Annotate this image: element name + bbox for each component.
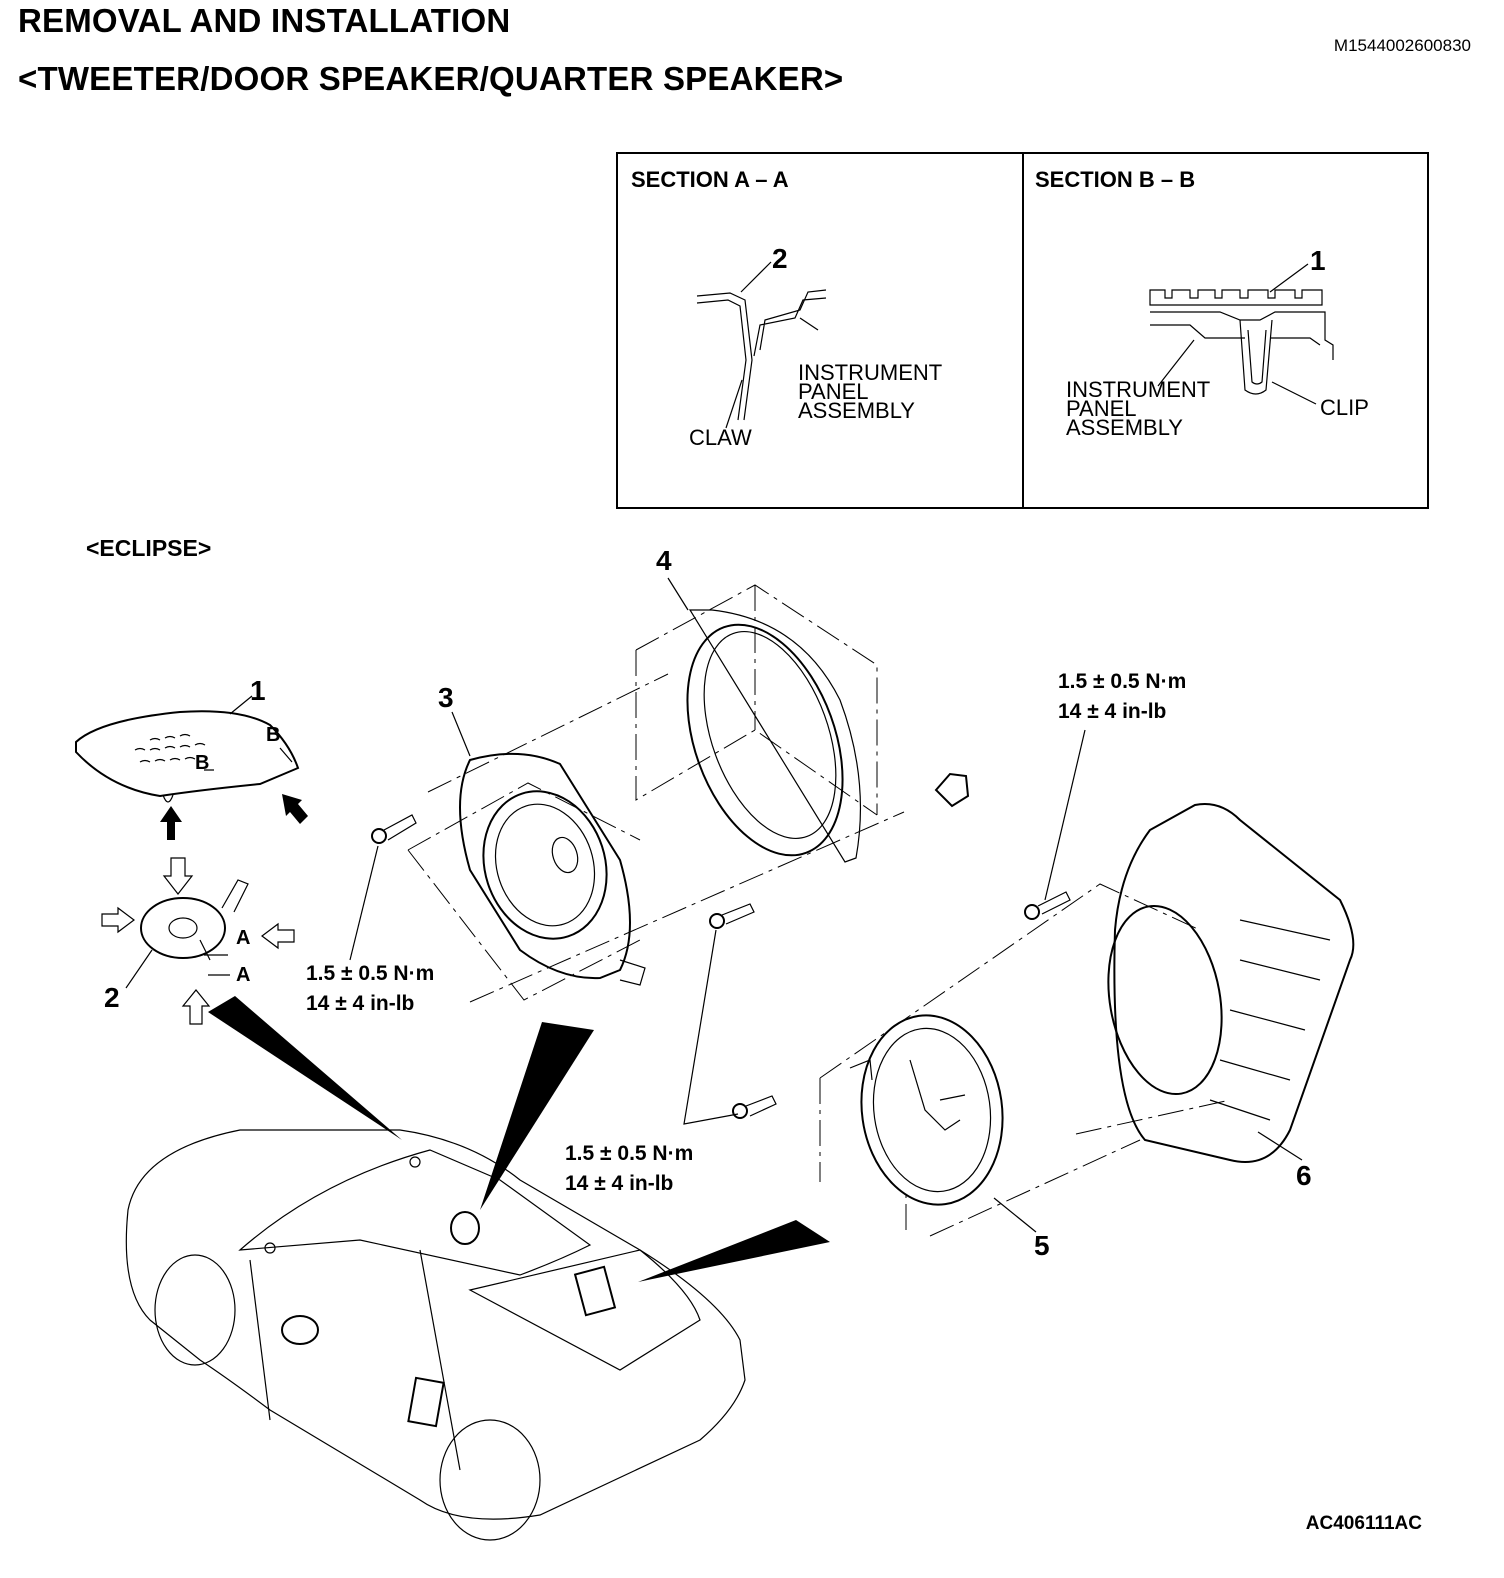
quarter-speaker-part-5: 5 bbox=[849, 1014, 1050, 1261]
location-pointers bbox=[208, 996, 830, 1282]
section-b-marker-2: B bbox=[195, 752, 209, 774]
section-a-claw-label: CLAW bbox=[689, 425, 752, 450]
torque-inlb-1: 14 ± 4 in-lb bbox=[306, 992, 414, 1015]
section-a-title: SECTION A – A bbox=[631, 167, 789, 192]
page-subtitle: <TWEETER/DOOR SPEAKER/QUARTER SPEAKER> bbox=[18, 60, 844, 97]
screw-icon bbox=[683, 729, 1086, 1125]
tweeter-cover-part-1: 1 B B bbox=[75, 675, 300, 803]
callout-4: 4 bbox=[656, 545, 672, 576]
section-a-panel-label-1: INSTRUMENT bbox=[798, 360, 942, 385]
torque-inlb-2: 14 ± 4 in-lb bbox=[1058, 700, 1166, 723]
figure-id: AC406111AC bbox=[1305, 1513, 1422, 1534]
clip-icon bbox=[934, 772, 970, 808]
torque-nm-3: 1.5 ± 0.5 N·m bbox=[565, 1142, 693, 1165]
callout-6: 6 bbox=[1296, 1160, 1312, 1191]
torque-nm-2: 1.5 ± 0.5 N·m bbox=[1058, 670, 1186, 693]
section-a-marker-1: A bbox=[236, 927, 250, 949]
section-a-view: SECTION A – A 2 INSTRUMENT PANEL ASSEMBL… bbox=[631, 167, 942, 450]
section-b-title: SECTION B – B bbox=[1035, 167, 1195, 192]
torque-nm-1: 1.5 ± 0.5 N·m bbox=[306, 962, 434, 985]
section-a-panel-label-3: ASSEMBLY bbox=[798, 398, 915, 423]
page-title: REMOVAL AND INSTALLATION bbox=[18, 2, 511, 39]
section-b-panel-label-1: INSTRUMENT bbox=[1066, 377, 1210, 402]
assembly-guide-lines bbox=[407, 584, 905, 1003]
callout-5: 5 bbox=[1034, 1230, 1050, 1261]
section-b-clip-label: CLIP bbox=[1320, 395, 1369, 420]
screw-icon bbox=[349, 814, 417, 961]
quarter-speaker-enclosure-part-6: 6 bbox=[1107, 803, 1355, 1191]
callout-1: 1 bbox=[250, 675, 266, 706]
speaker-adapter-part-4: 4 bbox=[656, 545, 862, 863]
arrow-icon bbox=[101, 794, 308, 1025]
callout-2: 2 bbox=[104, 982, 120, 1013]
section-b-callout: 1 bbox=[1310, 245, 1326, 276]
section-b-view: SECTION B – B 1 INSTRUMENT PANEL ASSEMBL… bbox=[1035, 167, 1369, 440]
section-a-marker-2: A bbox=[236, 964, 250, 986]
section-b-marker-1: B bbox=[266, 724, 280, 746]
document-id: M1544002600830 bbox=[1333, 36, 1471, 55]
model-label: <ECLIPSE> bbox=[86, 535, 211, 561]
speaker-icon: 3 bbox=[438, 682, 646, 986]
section-b-panel-label-2: PANEL bbox=[1066, 396, 1137, 421]
torque-inlb-3: 14 ± 4 in-lb bbox=[565, 1172, 673, 1195]
section-b-panel-label-3: ASSEMBLY bbox=[1066, 415, 1183, 440]
tweeter-part-2: A A 2 bbox=[104, 879, 250, 1013]
section-views-box: SECTION A – A 2 INSTRUMENT PANEL ASSEMBL… bbox=[616, 152, 1429, 509]
callout-3: 3 bbox=[438, 682, 454, 713]
section-a-callout: 2 bbox=[772, 243, 788, 274]
car-icon bbox=[125, 1129, 746, 1541]
section-a-panel-label-2: PANEL bbox=[798, 379, 869, 404]
